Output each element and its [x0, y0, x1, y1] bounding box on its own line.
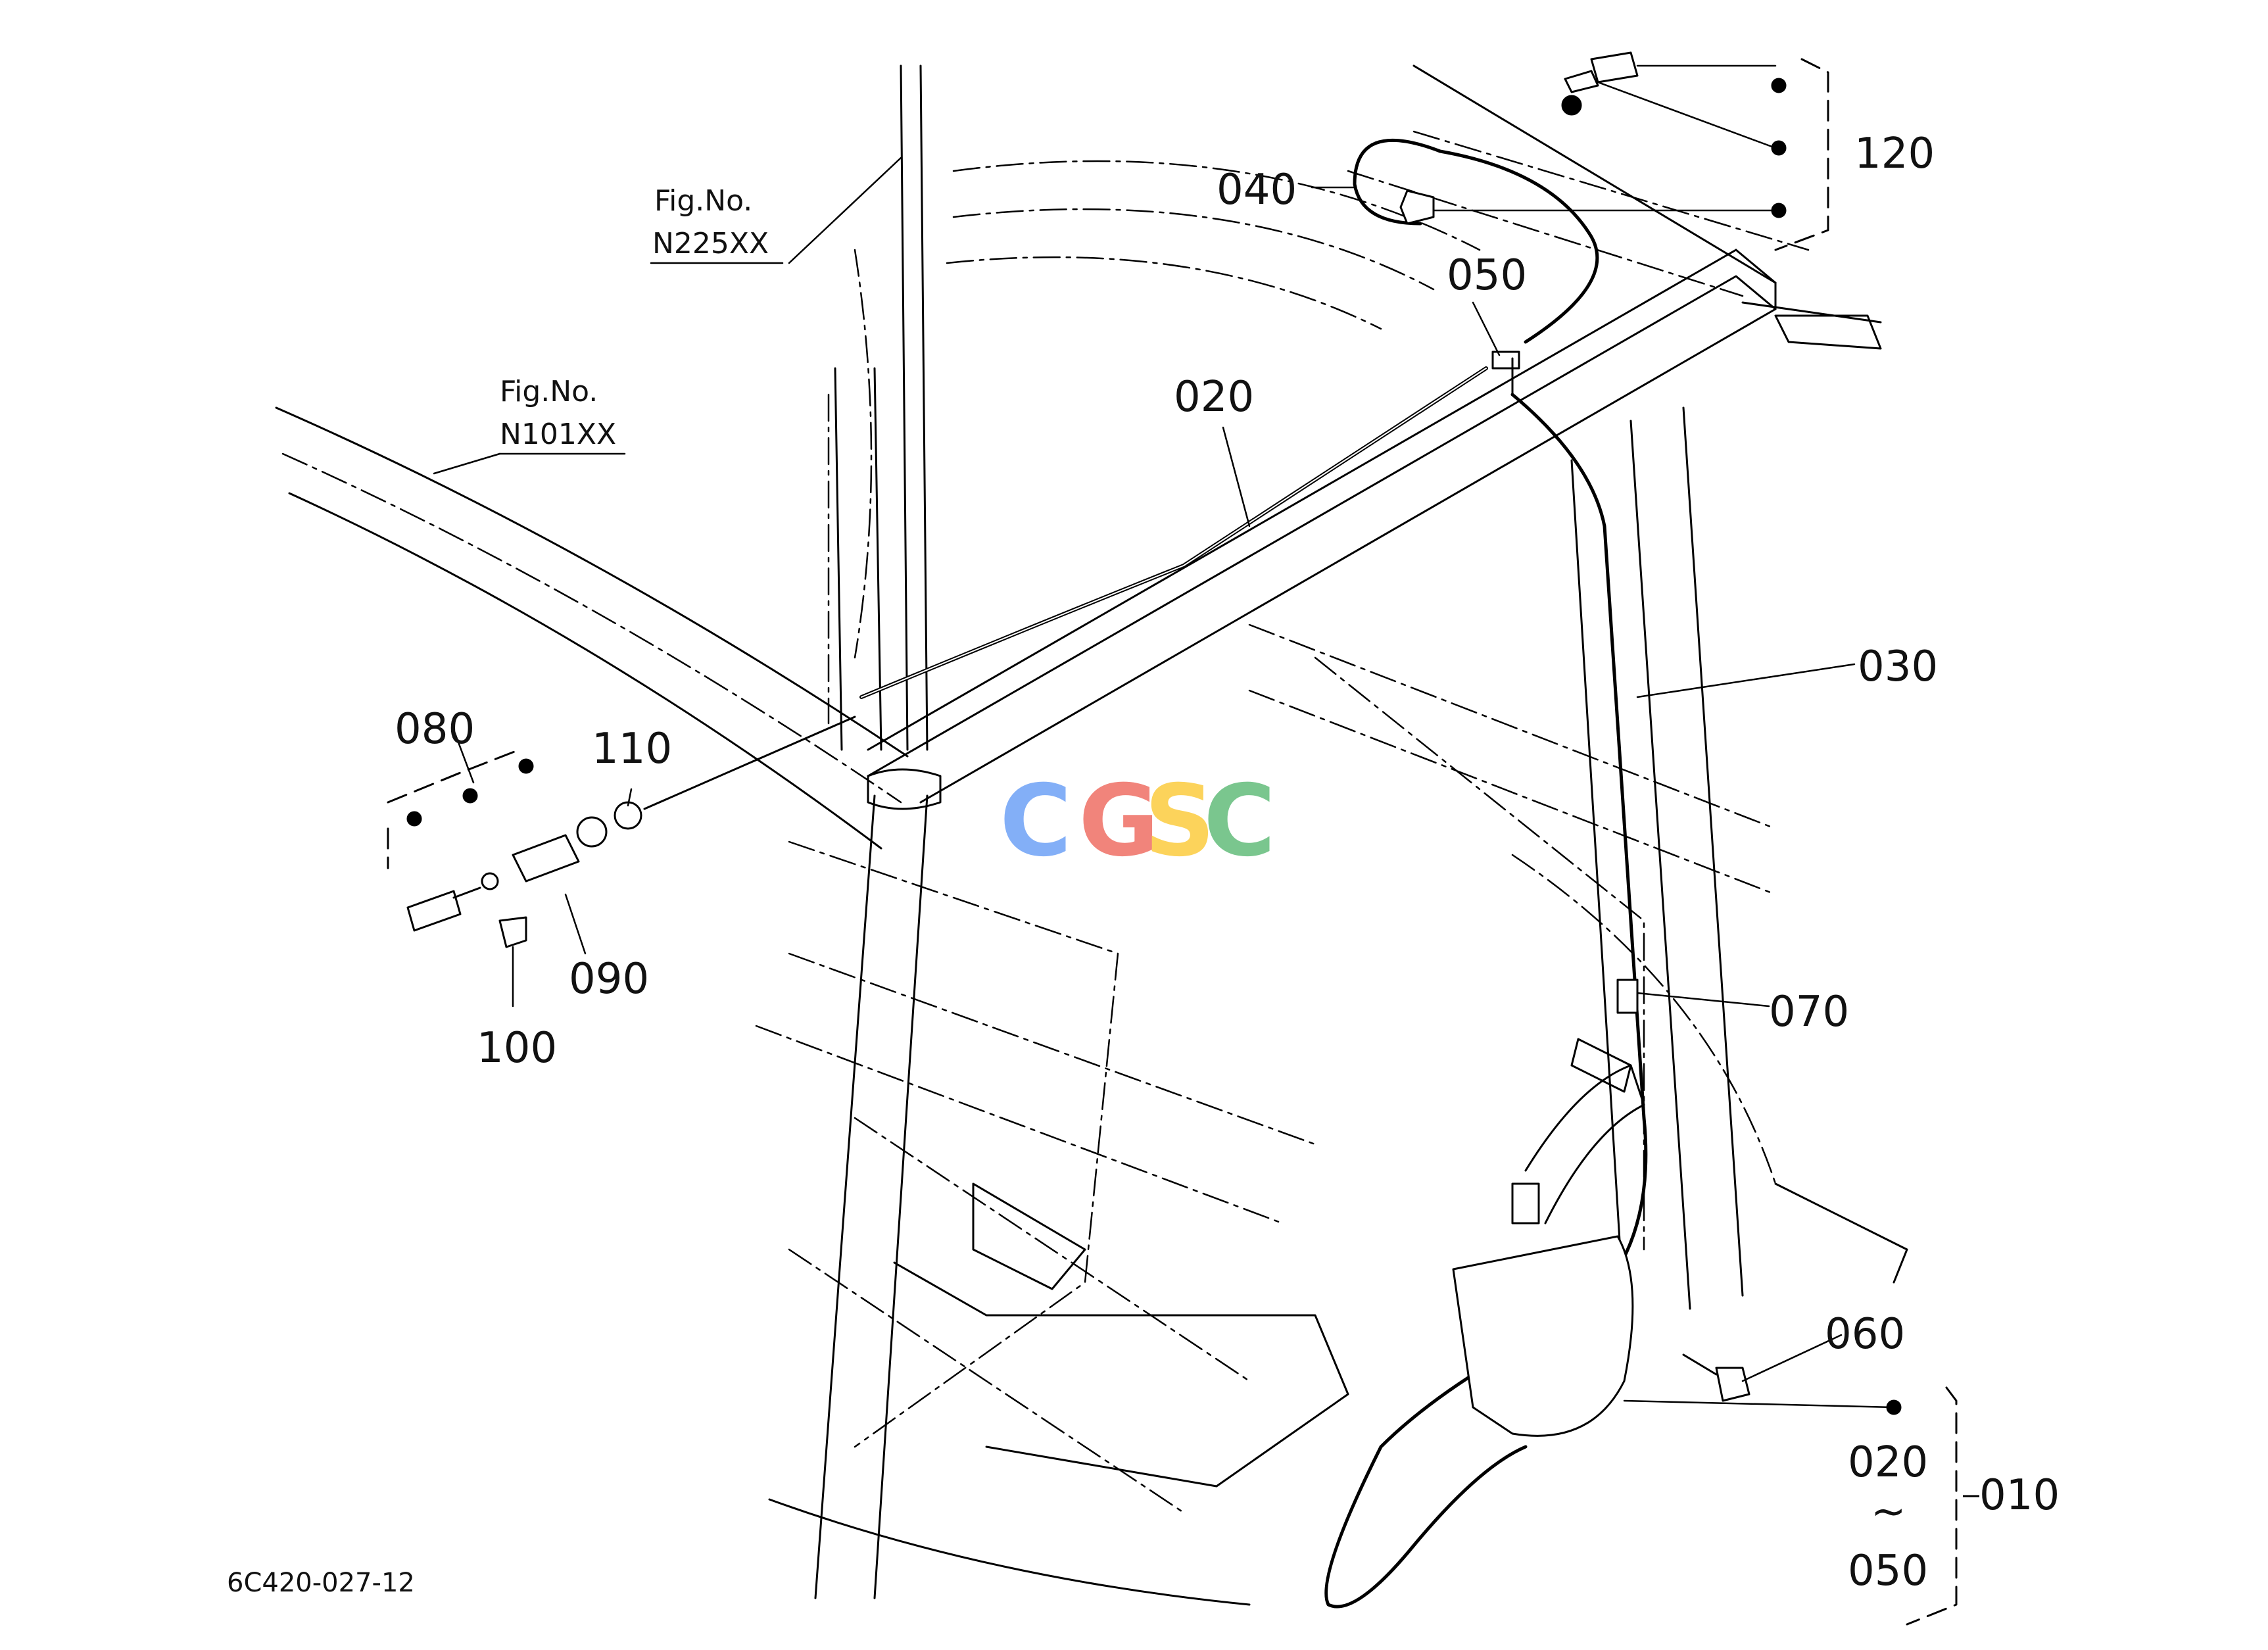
callout-030: 030: [1858, 643, 1938, 691]
right-post: [1570, 406, 1744, 1317]
screw-060: [1682, 1353, 1750, 1402]
callout-100: 100: [477, 1024, 557, 1073]
front-pillar: [814, 768, 942, 1599]
callout-040: 040: [1217, 166, 1297, 214]
watermark-letter-g: G: [1078, 764, 1159, 879]
left-curved-beam: [275, 406, 909, 850]
watermark-letter-s: S: [1144, 764, 1215, 879]
hose-040: [1353, 138, 1599, 344]
hose-030: [1324, 393, 1648, 1609]
fig-ref-label: Fig.No.: [500, 375, 598, 408]
callout-050: 050: [1447, 251, 1527, 300]
callout-120: 120: [1854, 130, 1935, 178]
callout-060: 060: [1825, 1310, 1905, 1359]
callout-dots: [406, 78, 1902, 1415]
bracket-lines: [387, 58, 1958, 1626]
watermark-letter-c1: C: [1000, 764, 1072, 879]
leader-lines: [433, 64, 1895, 1409]
callout-080: 080: [395, 705, 475, 754]
cross-beam: [867, 249, 1777, 804]
washer-tank: [1452, 1064, 1645, 1437]
floor-structure: [768, 1182, 1908, 1606]
hose-020-inner: [861, 368, 1487, 698]
watermark-letter-c2: C: [1203, 764, 1276, 879]
watermark-cgsc: C G S C: [1000, 764, 1276, 879]
callout-020: 020: [1174, 373, 1254, 422]
top-right-frame: [1412, 64, 1882, 350]
fig-ref-number: N101XX: [500, 418, 616, 451]
callout-010: 010: [1979, 1471, 2060, 1520]
fig-ref-n225xx: Fig.No. N225XX: [652, 184, 769, 260]
fig-ref-label: Fig.No.: [654, 184, 752, 218]
range-to: 050: [1848, 1547, 1928, 1595]
callout-070: 070: [1769, 988, 1849, 1036]
range-separator: ~: [1871, 1488, 1906, 1536]
hardware-group: [406, 716, 856, 948]
callout-090: 090: [569, 955, 649, 1004]
joint-050: [1491, 351, 1520, 396]
range-from: 020: [1848, 1438, 1928, 1487]
left-post: [834, 64, 929, 751]
pump-070: [1570, 979, 1639, 1093]
fig-ref-n101xx: Fig.No. N101XX: [500, 375, 616, 451]
background-frame: [755, 130, 1810, 1514]
fig-ref-number: N225XX: [652, 227, 769, 260]
drawing-code: 6C420-027-12: [227, 1568, 415, 1598]
callout-110: 110: [592, 725, 672, 773]
nozzle-assembly: [1399, 51, 1639, 225]
